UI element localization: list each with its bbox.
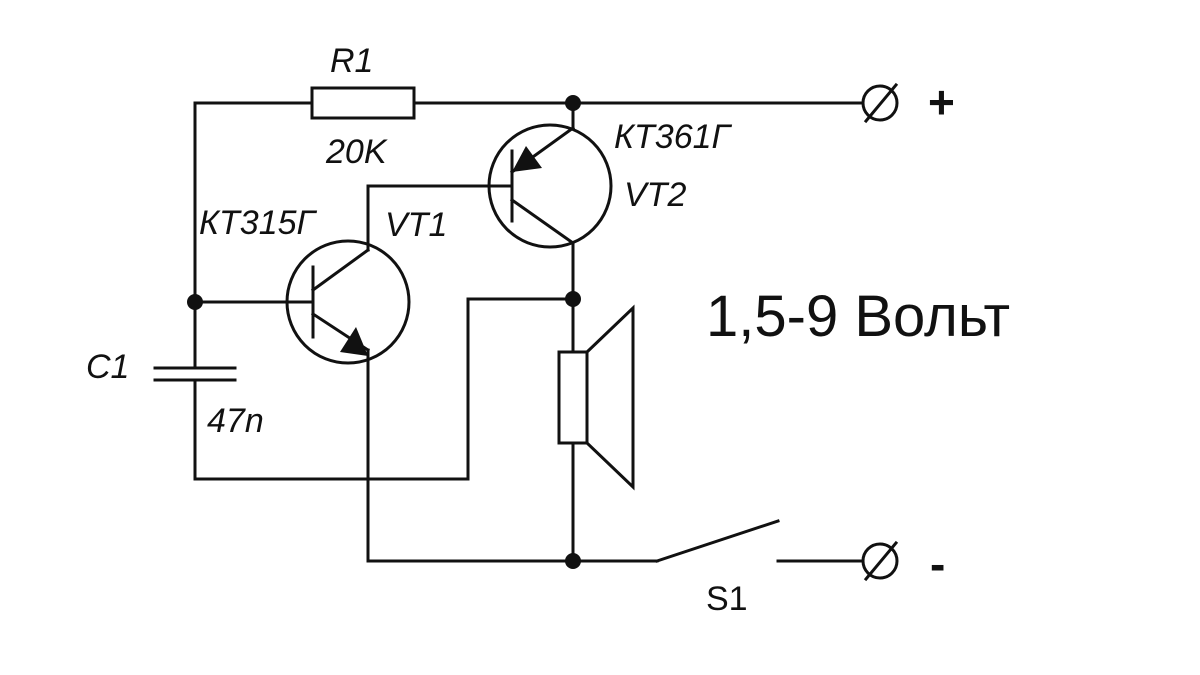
transistor-vt1-collector bbox=[310, 247, 371, 293]
terminal-negative-slash bbox=[863, 540, 899, 582]
r1-ref-label: R1 bbox=[330, 42, 373, 80]
transistor-vt1-emitter-arrow bbox=[340, 327, 368, 356]
wire-vt1-collector-to-vt2-base bbox=[366, 184, 494, 252]
r1-value-label: 20K bbox=[325, 133, 388, 171]
speaker bbox=[557, 304, 635, 491]
capacitor-c1 bbox=[153, 366, 237, 382]
c1-ref-label: C1 bbox=[86, 348, 129, 386]
terminal-negative-label: - bbox=[930, 538, 945, 590]
junction-dot-top bbox=[565, 95, 581, 111]
supply-voltage-label: 1,5-9 Вольт bbox=[706, 284, 1010, 349]
wire-vt1-emitter-to-bottom bbox=[366, 348, 575, 563]
resistor-r1 bbox=[310, 86, 416, 120]
speaker-cone bbox=[585, 304, 635, 491]
terminal-positive-label: + bbox=[928, 76, 955, 128]
transistor-vt1-outline bbox=[285, 239, 411, 365]
speaker-coil bbox=[557, 350, 589, 445]
junction-dot-bottom bbox=[565, 553, 581, 569]
junction-dot-mid bbox=[565, 291, 581, 307]
transistor-vt2-collector bbox=[509, 197, 576, 246]
vt1-part-label: КТ315Г bbox=[199, 204, 318, 242]
resistor-r1-body bbox=[310, 86, 416, 120]
s1-ref-label: S1 bbox=[706, 580, 748, 618]
switch-s1-lever bbox=[655, 519, 780, 563]
terminal-positive-slash bbox=[863, 82, 899, 124]
c1-value-label: 47n bbox=[207, 402, 264, 440]
transistor-vt1 bbox=[285, 239, 411, 365]
transistor-vt2-outline bbox=[487, 123, 613, 249]
wire-c1-bottom-loop bbox=[193, 297, 575, 481]
vt1-ref-label: VT1 bbox=[385, 206, 447, 244]
junctions bbox=[187, 95, 581, 569]
wire-top-left bbox=[193, 101, 314, 304]
transistor-vt2-emitter-arrow bbox=[512, 146, 542, 172]
wires bbox=[193, 101, 864, 563]
junction-dot-left bbox=[187, 294, 203, 310]
transistor-vt2 bbox=[487, 123, 613, 249]
terminal-positive: + bbox=[861, 76, 955, 128]
terminal-negative: - bbox=[861, 538, 945, 590]
vt2-part-label: КТ361Г bbox=[614, 118, 733, 156]
switch-s1 bbox=[655, 519, 780, 563]
vt2-ref-label: VT2 bbox=[624, 176, 686, 214]
